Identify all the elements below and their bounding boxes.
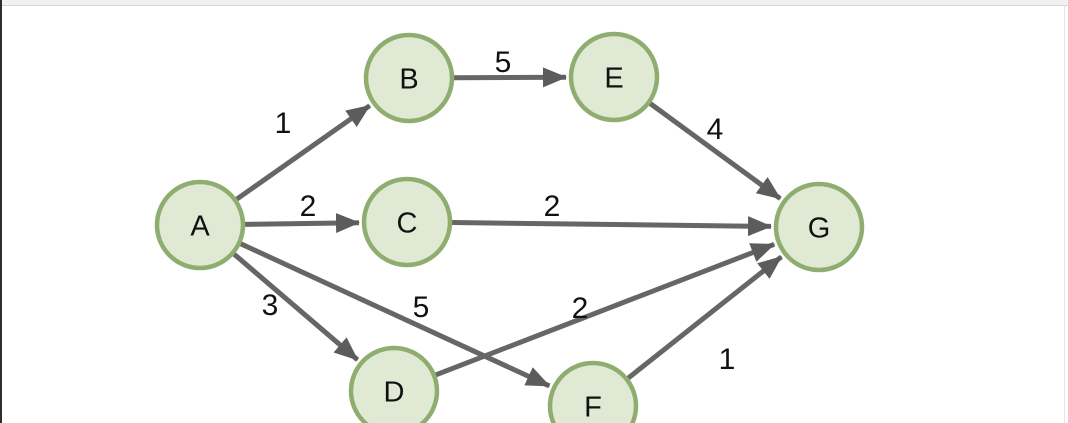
edge-A-B[interactable]: 1 [235, 103, 372, 202]
node-circle[interactable] [154, 179, 246, 271]
edge-weight-label: 5 [413, 291, 430, 324]
node-label: F [584, 391, 602, 423]
node-circle[interactable] [363, 32, 455, 124]
node-label: D [384, 376, 405, 408]
node-label: G [808, 212, 831, 244]
edge-line[interactable] [235, 103, 372, 202]
window-top-bar [0, 0, 1068, 6]
edge-line[interactable] [232, 252, 360, 362]
node-circle[interactable] [568, 31, 660, 123]
edge-weight-label: 4 [707, 113, 724, 146]
edge-weight-label: 1 [719, 343, 736, 376]
edge-line[interactable] [244, 213, 361, 234]
node-D[interactable]: D [348, 345, 440, 423]
edge-line[interactable] [239, 241, 551, 389]
edge-line[interactable] [451, 216, 773, 237]
edge-B-E[interactable]: 5 [453, 46, 568, 88]
edge-D-G[interactable]: 2 [435, 241, 776, 378]
edge-weight-label: 2 [572, 292, 589, 325]
node-A[interactable]: A [154, 179, 246, 271]
node-C[interactable]: C [361, 176, 453, 268]
edge-line[interactable] [435, 241, 776, 378]
edge-line[interactable] [626, 254, 783, 381]
window-left-border [0, 0, 2, 423]
node-B[interactable]: B [363, 32, 455, 124]
node-label: B [399, 63, 418, 95]
node-label: A [190, 210, 210, 242]
edge-A-D[interactable]: 3 [232, 252, 360, 362]
node-circle[interactable] [348, 345, 440, 423]
edge-weight-label: 2 [300, 190, 317, 223]
node-E[interactable]: E [568, 31, 660, 123]
node-label: E [604, 62, 623, 94]
edge-A-F[interactable]: 5 [239, 241, 551, 389]
node-circle[interactable] [361, 176, 453, 268]
edge-weight-label: 2 [544, 190, 561, 223]
node-F[interactable]: F [547, 360, 639, 423]
edge-F-G[interactable]: 1 [626, 254, 783, 381]
edge-line[interactable] [453, 67, 568, 88]
node-label: C [397, 207, 418, 239]
edge-weight-label: 5 [495, 46, 512, 79]
edge-weight-label: 3 [262, 289, 279, 322]
edge-C-G[interactable]: 2 [451, 190, 773, 237]
node-circle[interactable] [547, 360, 639, 423]
edge-E-G[interactable]: 4 [648, 101, 782, 201]
node-circle[interactable] [773, 181, 865, 273]
edge-A-C[interactable]: 2 [244, 190, 361, 234]
node-G[interactable]: G [773, 181, 865, 273]
edge-line[interactable] [648, 101, 782, 201]
edge-weight-label: 1 [275, 107, 292, 140]
window-right-border [1064, 6, 1065, 423]
